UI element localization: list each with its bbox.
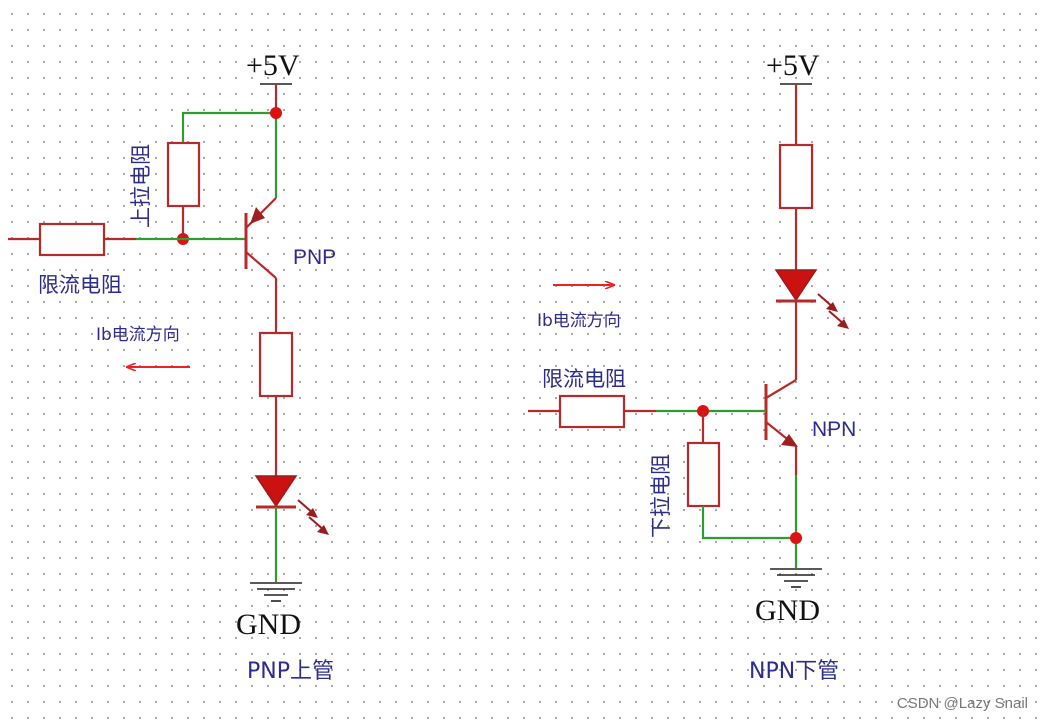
ground-label-left: GND xyxy=(236,608,301,641)
pulldown-resistor-label: 下拉电阻 xyxy=(649,454,673,538)
pulldown-bottom-wire xyxy=(701,506,796,540)
ground-symbol-left xyxy=(250,582,302,602)
supply-symbol-right xyxy=(780,83,812,145)
pullup-resistor-label: 上拉电阻 xyxy=(129,144,153,228)
junction-supply-left xyxy=(270,107,282,119)
light-rays-icon xyxy=(297,499,329,535)
led-series-resistor-right xyxy=(778,143,814,210)
npn-transistor xyxy=(764,379,798,447)
pnp-circuit: +5V PNP xyxy=(8,49,336,684)
led-left xyxy=(254,475,329,535)
npn-circuit: +5V NPN xyxy=(528,49,856,684)
junction-ground-right xyxy=(790,532,802,544)
transistor-label-pnp: PNP xyxy=(293,246,336,269)
supply-label-left: +5V xyxy=(246,49,300,82)
pnp-title: PNP上管 xyxy=(247,659,334,684)
supply-label-right: +5V xyxy=(766,49,820,82)
emitter-arrow-icon xyxy=(781,434,798,447)
pullup-top-wire xyxy=(181,111,276,143)
led-right xyxy=(774,269,849,329)
emitter-arrow-icon xyxy=(250,207,265,224)
current-direction-label-right: Ib电流方向 xyxy=(537,311,621,331)
current-direction-label-left: Ib电流方向 xyxy=(96,325,180,345)
pullup-resistor xyxy=(166,141,201,208)
ground-label-right: GND xyxy=(755,594,820,627)
pnp-transistor xyxy=(244,197,277,279)
ground-symbol-right xyxy=(770,568,822,588)
led-series-resistor-left xyxy=(258,331,294,398)
transistor-label-npn: NPN xyxy=(812,418,856,441)
current-limit-label-right: 限流电阻 xyxy=(542,367,626,391)
current-limit-resistor-left xyxy=(38,222,106,257)
light-rays-icon xyxy=(817,293,849,329)
current-limit-label-left: 限流电阻 xyxy=(38,273,122,297)
npn-title: NPN下管 xyxy=(749,659,839,684)
watermark: CSDN @Lazy Snail xyxy=(897,695,1028,712)
pulldown-resistor xyxy=(686,441,721,508)
current-limit-resistor-right xyxy=(558,394,626,429)
